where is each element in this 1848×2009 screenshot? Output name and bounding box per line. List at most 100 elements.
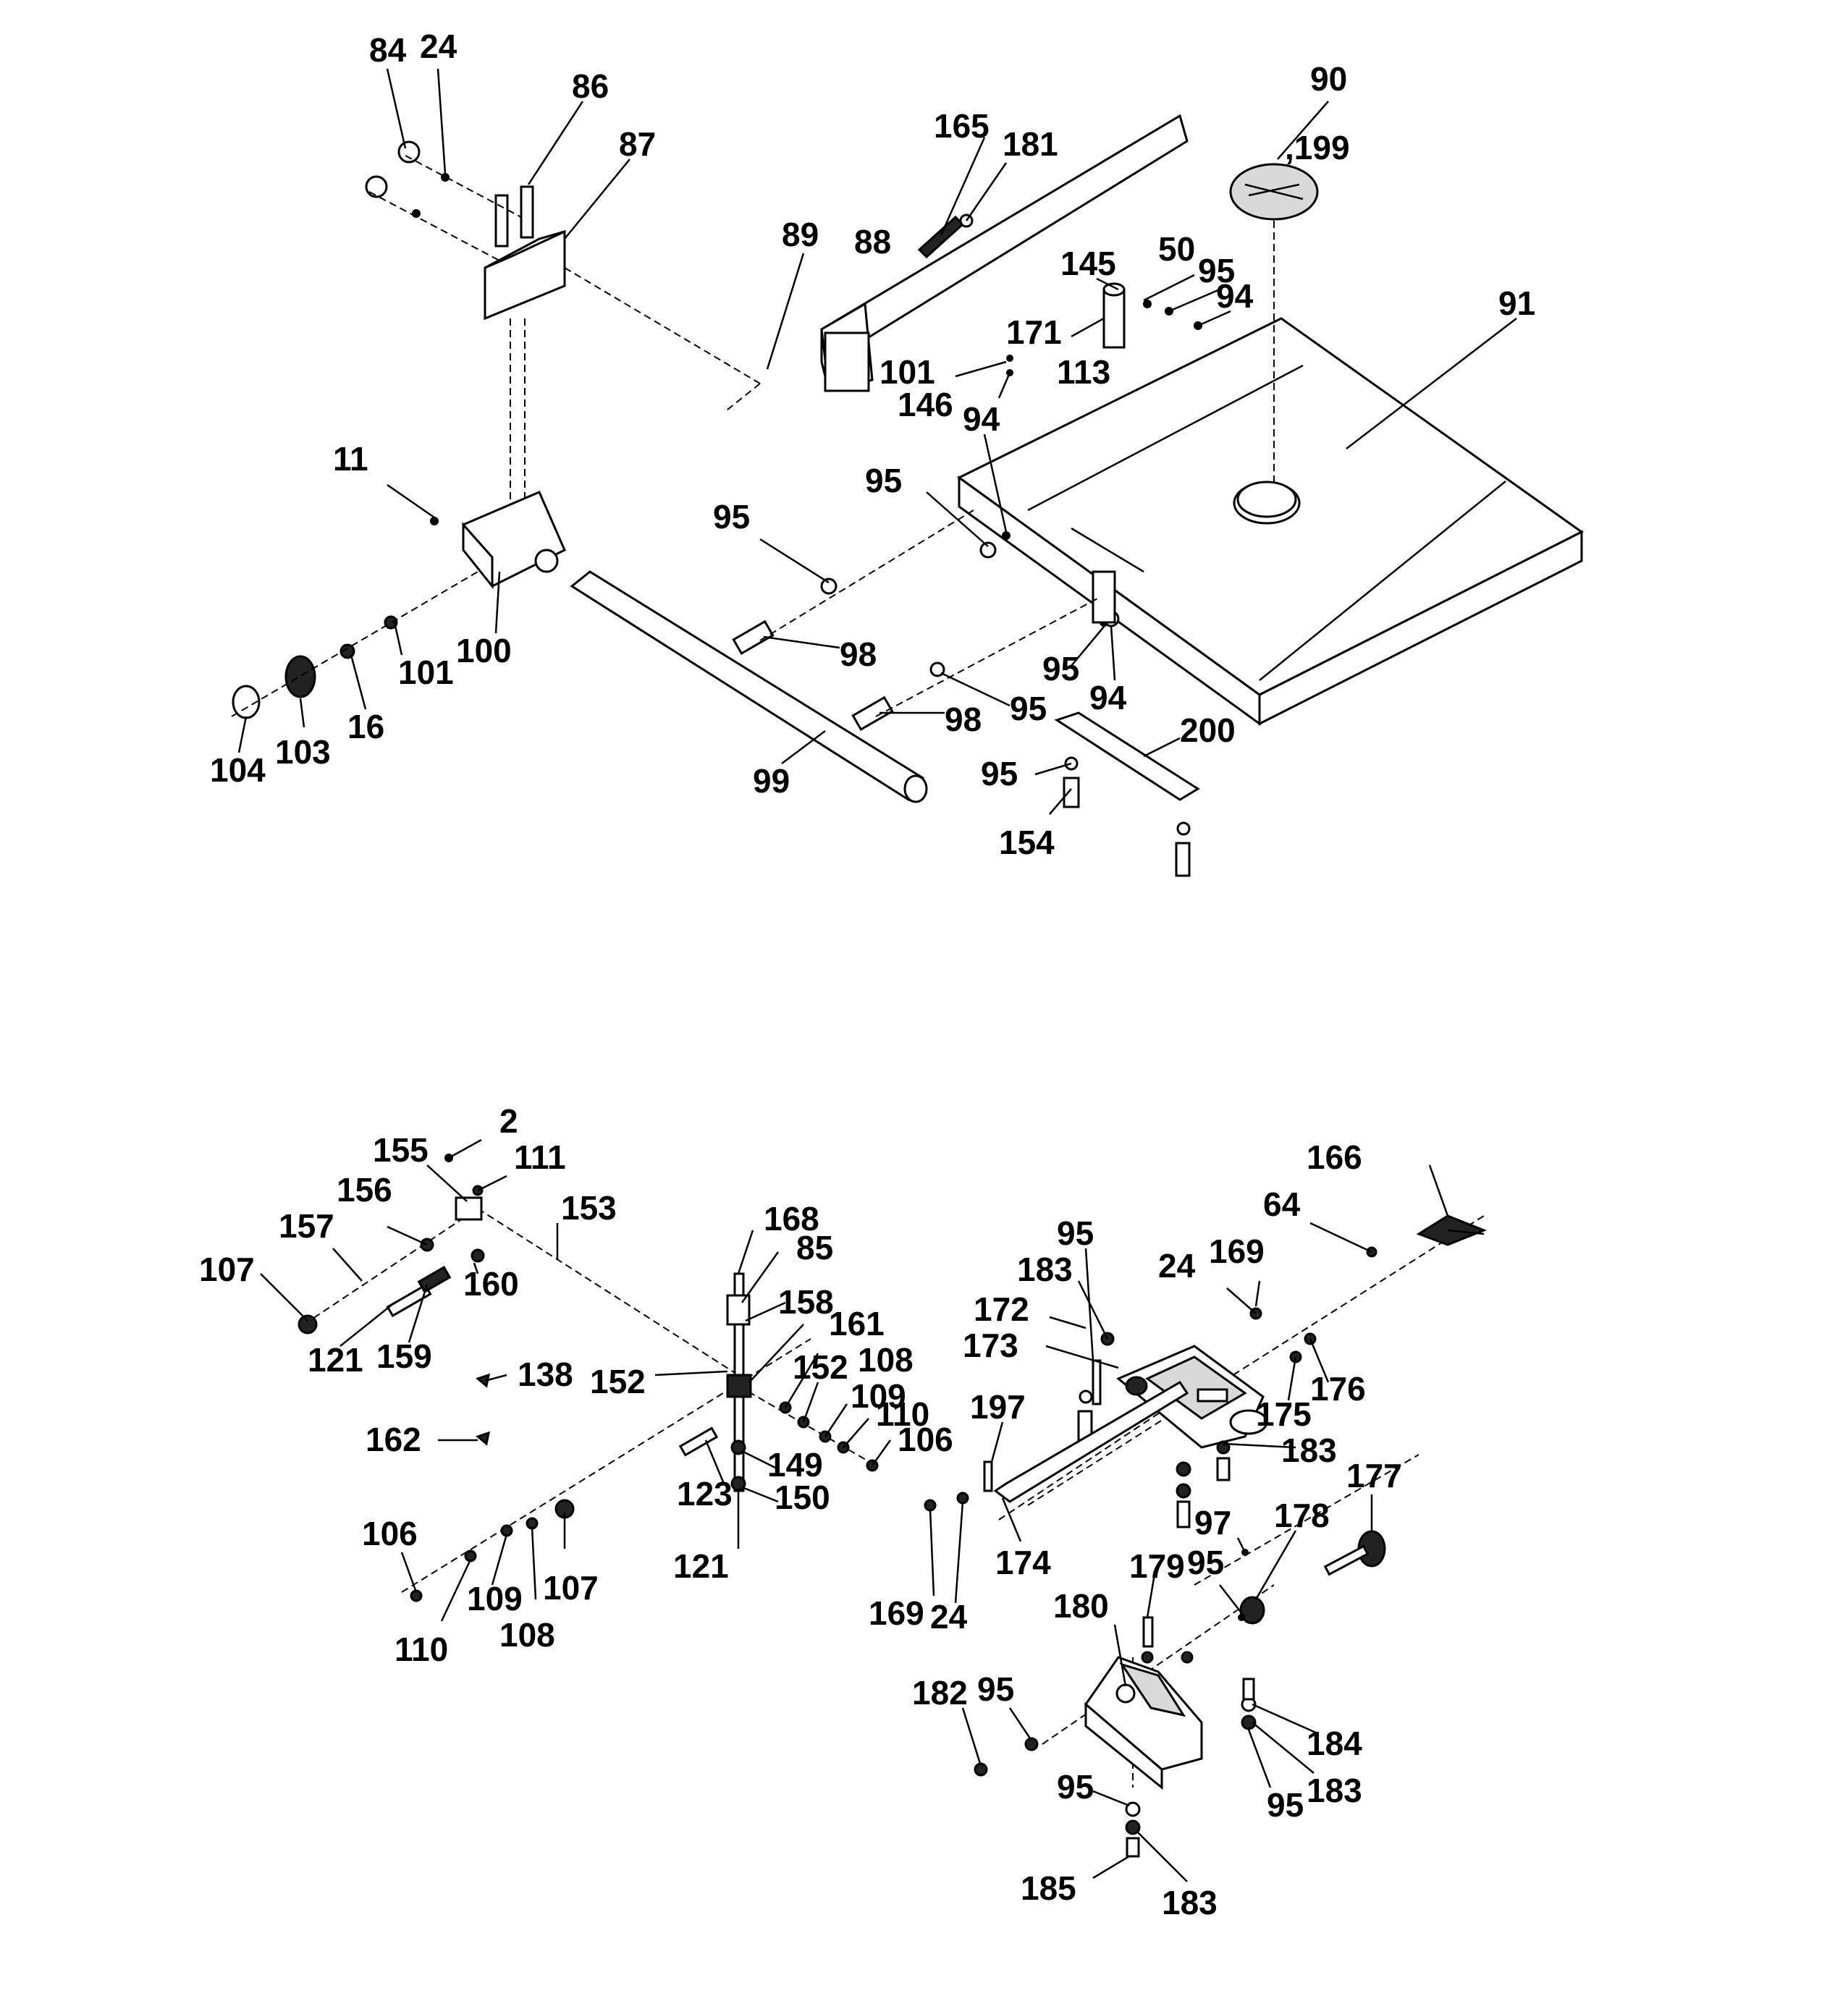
callout-166: 166 [1307,1138,1362,1176]
callout-108: 108 [858,1341,914,1379]
callout-107: 107 [199,1251,255,1288]
callout-95: 95 [865,462,902,499]
callout-149: 149 [767,1446,823,1484]
callout-94: 94 [963,400,1000,438]
callout-161: 161 [829,1305,885,1342]
callout-88: 88 [854,223,891,261]
callout-158: 158 [778,1283,834,1321]
callout-173: 173 [963,1327,1018,1364]
callout-153: 153 [561,1189,617,1227]
callout-86: 86 [572,67,609,105]
callout-103: 103 [275,733,331,771]
pointer-rod [726,1272,752,1492]
callout-24: 24 [420,28,457,65]
callout-24: 24 [930,1598,968,1636]
callout-95: 95 [981,755,1018,792]
callout-101: 101 [879,353,935,391]
callout-108: 108 [499,1616,555,1654]
callout-180: 180 [1053,1587,1109,1625]
callout-89: 89 [782,216,819,253]
callout-109: 109 [467,1580,523,1617]
callout-50: 50 [1158,230,1195,268]
callout-159: 159 [376,1337,432,1375]
callout-91: 91 [1498,284,1535,322]
callout-110: 110 [876,1395,929,1433]
callout-121: 121 [308,1341,363,1379]
handle [1366,1214,1488,1258]
callout-95: 95 [977,1670,1014,1708]
callout-176: 176 [1310,1370,1366,1408]
upper-callouts: 84 24 86 87 165 181 90 ,199 89 88 145 50… [210,28,1535,861]
callout-183: 183 [1281,1431,1337,1469]
callout-184: 184 [1307,1725,1362,1762]
callout-197: 197 [970,1388,1026,1426]
fence-rail [820,114,1189,392]
tilt-knob [1238,1530,1386,1625]
callout-183: 183 [1307,1772,1362,1809]
upper-assembly: 84 24 86 87 165 181 90 ,199 89 88 145 50… [210,28,1584,877]
callout-90: 90 [1310,60,1347,98]
callout-64: 64 [1263,1185,1301,1223]
callout-100: 100 [456,632,512,669]
lower-assembly: 2 155 111 153 156 157 107 160 121 159 13… [199,1102,1488,1921]
lower-callouts: 2 155 111 153 156 157 107 160 121 159 13… [199,1102,1402,1921]
callout-95: 95 [1057,1214,1094,1252]
callout-169: 169 [869,1594,924,1632]
callout-109: 109 [851,1377,906,1415]
callout-95: 95 [1042,650,1079,688]
callout-113: 113 [1057,353,1110,391]
callout-171: 171 [1006,313,1062,351]
callout-138: 138 [518,1355,573,1393]
callout-181: 181 [1003,125,1058,163]
fence-block [484,229,761,521]
callout-95: 95 [1267,1786,1304,1824]
callout-85: 85 [796,1229,833,1266]
callout-94: 94 [1089,679,1127,716]
callout-106: 106 [898,1421,953,1458]
callout-98: 98 [945,701,982,738]
callout-154: 154 [999,824,1055,861]
callout-101: 101 [398,654,454,691]
callout-183: 183 [1017,1251,1073,1288]
callout-199: ,199 [1285,129,1350,166]
callout-95: 95 [1187,1544,1224,1581]
callout-146: 146 [898,386,953,423]
callout-87: 87 [619,125,656,163]
callout-11: 11 [333,440,368,478]
callout-174: 174 [995,1544,1051,1581]
callout-185: 185 [1021,1869,1076,1907]
callout-95: 95 [713,498,750,536]
callout-16: 16 [347,708,384,745]
callout-155: 155 [373,1131,429,1169]
upper-trunnion [1077,1307,1317,1528]
callout-99: 99 [753,762,790,800]
callout-150: 150 [775,1479,830,1516]
callout-97: 97 [1194,1504,1231,1541]
callout-24: 24 [1158,1247,1196,1285]
callout-168: 168 [764,1200,819,1238]
callout-2: 2 [499,1102,518,1140]
callout-183: 183 [1162,1884,1218,1921]
callout-172: 172 [974,1290,1029,1328]
callout-123: 123 [677,1475,733,1513]
rod-174 [924,1380,1189,1512]
lower-leaders [260,1138,1449,1882]
callout-107: 107 [543,1569,599,1607]
rail-bracket [461,491,566,590]
rail-tube [570,570,928,803]
table-insert [1229,163,1319,485]
callout-95: 95 [1057,1768,1094,1806]
callout-106: 106 [362,1515,418,1552]
callout-175: 175 [1256,1395,1312,1433]
upper-leaders [237,68,1517,815]
callout-165: 165 [934,107,990,145]
callout-177: 177 [1346,1457,1402,1494]
callout-182: 182 [912,1674,968,1712]
upper-hardware [365,140,1202,877]
callout-200: 200 [1180,711,1236,749]
callout-169: 169 [1209,1232,1265,1270]
callout-178: 178 [1274,1497,1330,1534]
callout-111: 111 [514,1138,566,1176]
callout-110: 110 [395,1631,448,1668]
